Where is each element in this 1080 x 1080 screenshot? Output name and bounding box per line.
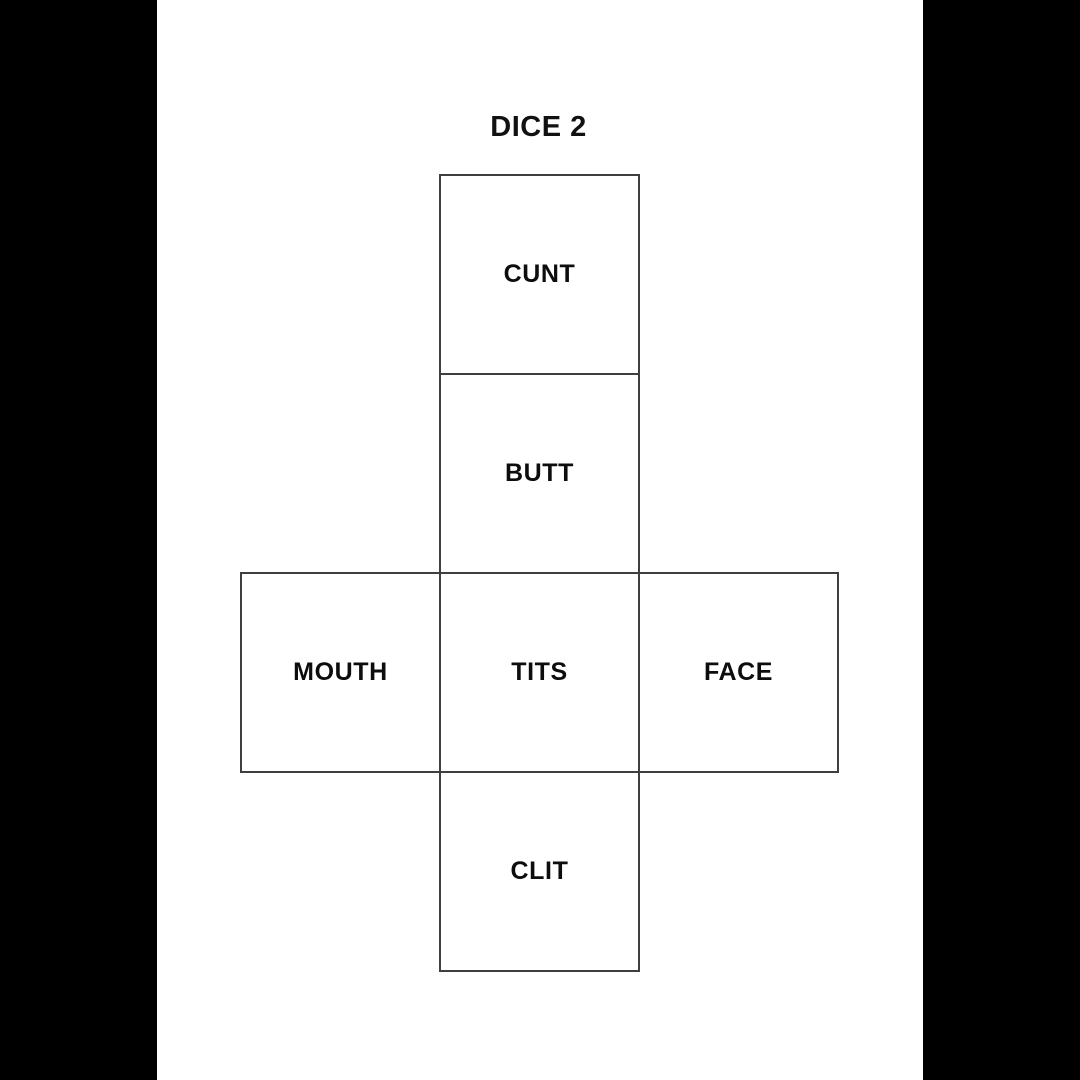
die-face-label: CLIT — [510, 857, 569, 885]
die-face-upper-middle: BUTT — [439, 373, 640, 574]
die-face-top: CUNT — [439, 174, 640, 375]
die-face-left: MOUTH — [240, 572, 441, 773]
die-face-bottom: CLIT — [439, 771, 640, 972]
die-face-label: CUNT — [503, 260, 576, 288]
die-face-center: TITS — [439, 572, 640, 773]
die-face-label: BUTT — [504, 459, 575, 487]
die-face-right: FACE — [638, 572, 839, 773]
die-face-label: FACE — [703, 658, 774, 686]
dice-template-page: DICE 2 CUNT BUTT MOUTH TITS FACE CLIT — [157, 0, 923, 1080]
die-face-label: TITS — [511, 658, 568, 686]
die-face-label: MOUTH — [293, 658, 388, 686]
page-title: DICE 2 — [490, 111, 587, 143]
